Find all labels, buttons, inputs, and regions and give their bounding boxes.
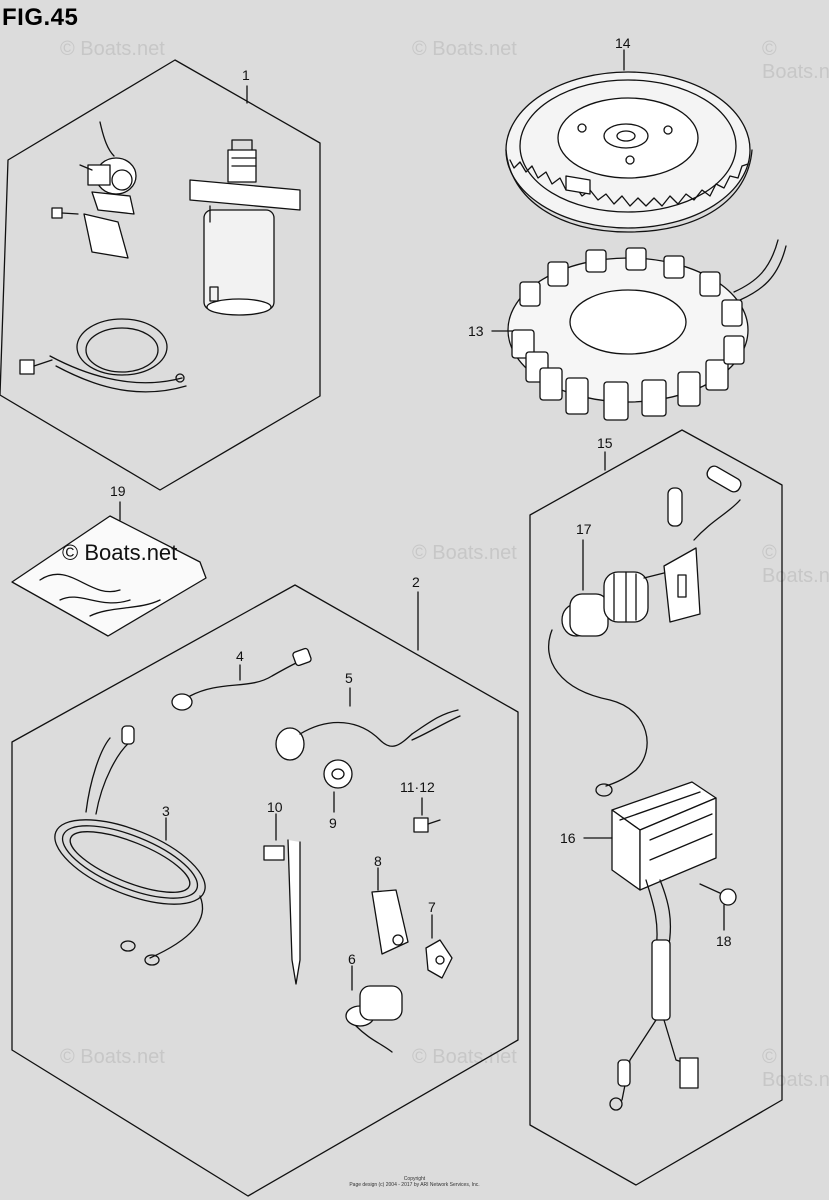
watermark: © Boats.net [412, 1046, 517, 1068]
watermark: © Boats.net [762, 38, 829, 83]
starter-band [49, 318, 187, 393]
starter-motor [189, 139, 301, 316]
bolt-18 [699, 883, 737, 931]
flywheel [505, 49, 753, 233]
callout-8: 8 [374, 853, 382, 869]
battery-cable [171, 647, 312, 711]
wiring-kit-group [11, 584, 519, 1197]
watermark: © Boats.net [412, 542, 517, 564]
callout-3: 3 [162, 803, 170, 819]
watermark: © Boats.net [60, 38, 165, 60]
callout-13: 13 [468, 323, 484, 339]
bolt-small [51, 207, 79, 219]
callout-11-12: 11·12 [400, 779, 435, 795]
ignition-coil [547, 465, 742, 797]
callout-6: 6 [348, 951, 356, 967]
clip [425, 914, 453, 979]
watermark: © Boats.net [762, 542, 829, 587]
watermark-main: © Boats.net [62, 540, 178, 565]
tie-strap [263, 813, 301, 985]
bolt-band [19, 359, 53, 375]
stator-poles [511, 247, 745, 421]
callout-2: 2 [412, 574, 420, 590]
starter-relay [79, 121, 137, 259]
callout-5: 5 [345, 670, 353, 686]
callout-4: 4 [236, 648, 244, 664]
starter-kit-group [0, 59, 321, 491]
footer-copyright: Copyright Page design (c) 2004 - 2017 by… [0, 1176, 829, 1188]
cdi-unit [583, 781, 717, 1111]
figure-title: FIG.45 [2, 4, 79, 31]
switch-harness [275, 687, 461, 761]
callout-16: 16 [560, 830, 576, 846]
footer-line-1: Copyright [403, 1176, 426, 1182]
temp-sensor [345, 965, 403, 1053]
callout-14: 14 [615, 35, 631, 51]
callout-9: 9 [329, 815, 337, 831]
ignition-kit-group [529, 429, 783, 1186]
callout-19: 19 [110, 483, 126, 499]
callout-18: 18 [716, 933, 732, 949]
callout-17: 17 [576, 521, 592, 537]
callout-15: 15 [597, 435, 613, 451]
callout-labels: 1 2 3 4 5 6 7 8 9 10 11·12 13 14 15 16 1… [110, 35, 732, 967]
watermark: © Boats.net [762, 1046, 829, 1091]
grommet [323, 759, 353, 813]
bolt-11-12 [413, 797, 441, 833]
footer-line-2: Page design (c) 2004 - 2017 by ARI Netwo… [349, 1182, 480, 1188]
stator [491, 239, 787, 421]
watermark: © Boats.net [412, 38, 517, 60]
callout-1: 1 [242, 67, 250, 83]
main-harness [54, 725, 206, 966]
decal-set [11, 501, 207, 637]
watermark: © Boats.net [60, 1046, 165, 1068]
callout-10: 10 [267, 799, 283, 815]
bracket [371, 867, 409, 955]
callout-7: 7 [428, 899, 436, 915]
